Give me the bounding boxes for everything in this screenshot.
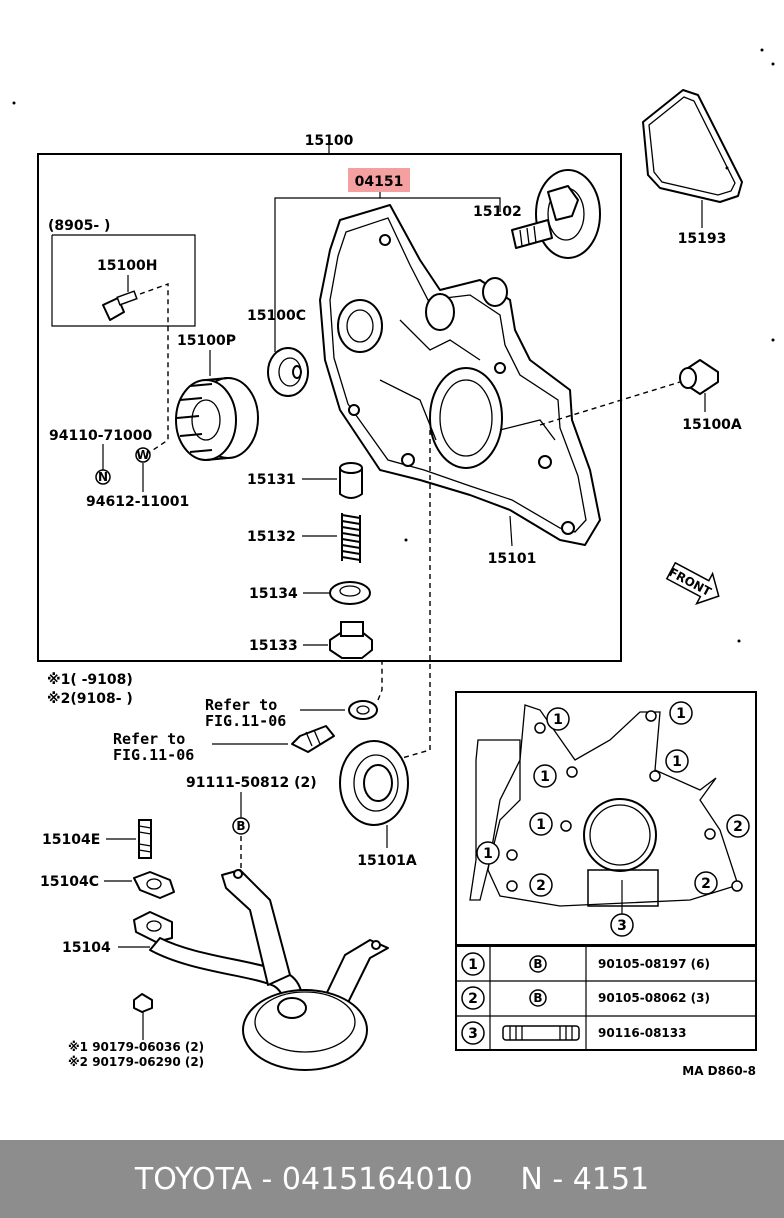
row-no: 2: [468, 991, 478, 1007]
nut-washer-group: 94110-71000 N W 94612-11001: [49, 428, 189, 510]
callout-15132: 15132: [247, 529, 296, 545]
reference-code: MA D860-8: [682, 1064, 756, 1078]
date-notes: ※1( -9108) ※2(9108- ): [47, 672, 133, 707]
main-assembly-frame: 15100: [37, 133, 622, 662]
strainer-group: 15104E 15104C 15104: [40, 819, 389, 1071]
bracket-date: (8905- ): [48, 218, 110, 234]
inset-mark-1e: 1: [536, 817, 546, 833]
ref-label-1: Refer to: [205, 696, 277, 714]
callout-94110: 94110-71000: [49, 428, 152, 444]
callout-15104C: 15104C: [40, 874, 99, 890]
callout-15100H: 15100H: [97, 258, 157, 274]
parts-diagram: 15100 04151 15102 15193 (8905- ) 15100H: [12, 48, 775, 1078]
inset-mark-3: 3: [617, 918, 627, 934]
row-no: 3: [468, 1026, 478, 1042]
inset-mark-2b: 2: [536, 878, 546, 894]
row-part: 90105-08197 (6): [598, 957, 710, 971]
callout-15104: 15104: [62, 940, 111, 956]
row-symbol: B: [533, 957, 542, 971]
ref-fig-1: FIG.11-06: [205, 712, 286, 730]
note-1: ※1( -9108): [47, 672, 133, 688]
footer-part-number: TOYOTA - 0415164010 N - 4151: [134, 1161, 650, 1197]
drive-gear: 15100P: [175, 333, 259, 461]
callout-15100A: 15100A: [682, 417, 742, 433]
callout-15100: 15100: [305, 133, 354, 149]
relief-valve-group: 15131 15132 15134 15133: [247, 462, 373, 659]
inset-mark-1b: 1: [676, 706, 686, 722]
callout-15193: 15193: [678, 231, 727, 247]
inset-marks: 1 1 1 1 1 1 2 2 2 3: [476, 701, 750, 937]
drain-plug-group: ※1 90179-06036 (2) ※2 90179-06290 (2): [68, 993, 204, 1069]
dowel: 15100A: [539, 359, 742, 433]
callout-15131: 15131: [247, 472, 296, 488]
callout-15101A: 15101A: [357, 853, 417, 869]
callout-94612: 94612-11001: [86, 494, 189, 510]
highlight-callout: 04151: [274, 168, 501, 352]
row-part: 90116-08133: [598, 1026, 686, 1040]
ref-fig-2: FIG.11-06: [113, 746, 194, 764]
front-arrow: FRONT: [665, 561, 720, 605]
table-row: 3 90116-08133: [461, 1021, 686, 1045]
reference-labels: Refer to FIG.11-06 Refer to FIG.11-06: [113, 660, 383, 764]
row-part: 90105-08062 (3): [598, 991, 710, 1005]
row-symbol: B: [533, 991, 542, 1005]
callout-15101: 15101: [488, 551, 537, 567]
footer-bar: TOYOTA - 0415164010 N - 4151: [0, 1140, 784, 1218]
bolt-location-inset: 1 1 1 1 1 1 2 2 2 3: [455, 691, 757, 946]
rotor-shaft: 15102: [473, 169, 601, 259]
table-row: 2 B 90105-08062 (3): [461, 986, 710, 1010]
svg-text:W: W: [136, 448, 149, 462]
callout-91111: 91111-50812 (2): [186, 775, 317, 791]
drain-plug-num-1: ※1 90179-06036 (2): [68, 1040, 204, 1054]
svg-text:N: N: [98, 470, 108, 484]
inset-mark-2c: 2: [701, 876, 711, 892]
crank-seal: 15101A: [339, 430, 431, 869]
row-no: 1: [468, 957, 478, 973]
note-2: ※2(9108- ): [47, 691, 133, 707]
inset-mark-1c: 1: [540, 769, 550, 785]
pump-body: 15101: [319, 204, 601, 567]
callout-15134: 15134: [249, 586, 298, 602]
gasket-bolt-group: 91111-50812 (2) B: [186, 775, 317, 870]
o-ring-gasket: 15193: [642, 89, 743, 247]
oil-seal: 15100C: [247, 308, 309, 397]
callout-15100C: 15100C: [247, 308, 306, 324]
bolt-table: 1 B 90105-08197 (6) 2 B 90105-08062 (3) …: [455, 945, 757, 1051]
drain-plug-num-2: ※2 90179-06290 (2): [68, 1055, 204, 1069]
inset-mark-1a: 1: [553, 712, 563, 728]
ref-label-2: Refer to: [113, 730, 185, 748]
callout-15104E: 15104E: [42, 832, 100, 848]
inset-mark-1f: 1: [483, 846, 493, 862]
callout-15102: 15102: [473, 204, 522, 220]
table-row: 1 B 90105-08197 (6): [461, 952, 710, 976]
svg-text:B: B: [236, 819, 245, 833]
plug-bolt-group: (8905- ) 15100H: [48, 218, 196, 453]
inset-mark-1d: 1: [672, 754, 682, 770]
callout-04151: 04151: [355, 174, 404, 190]
inset-mark-2a: 2: [733, 819, 743, 835]
stud-icon: [502, 1025, 580, 1041]
callout-15100P: 15100P: [177, 333, 236, 349]
callout-15133: 15133: [249, 638, 298, 654]
